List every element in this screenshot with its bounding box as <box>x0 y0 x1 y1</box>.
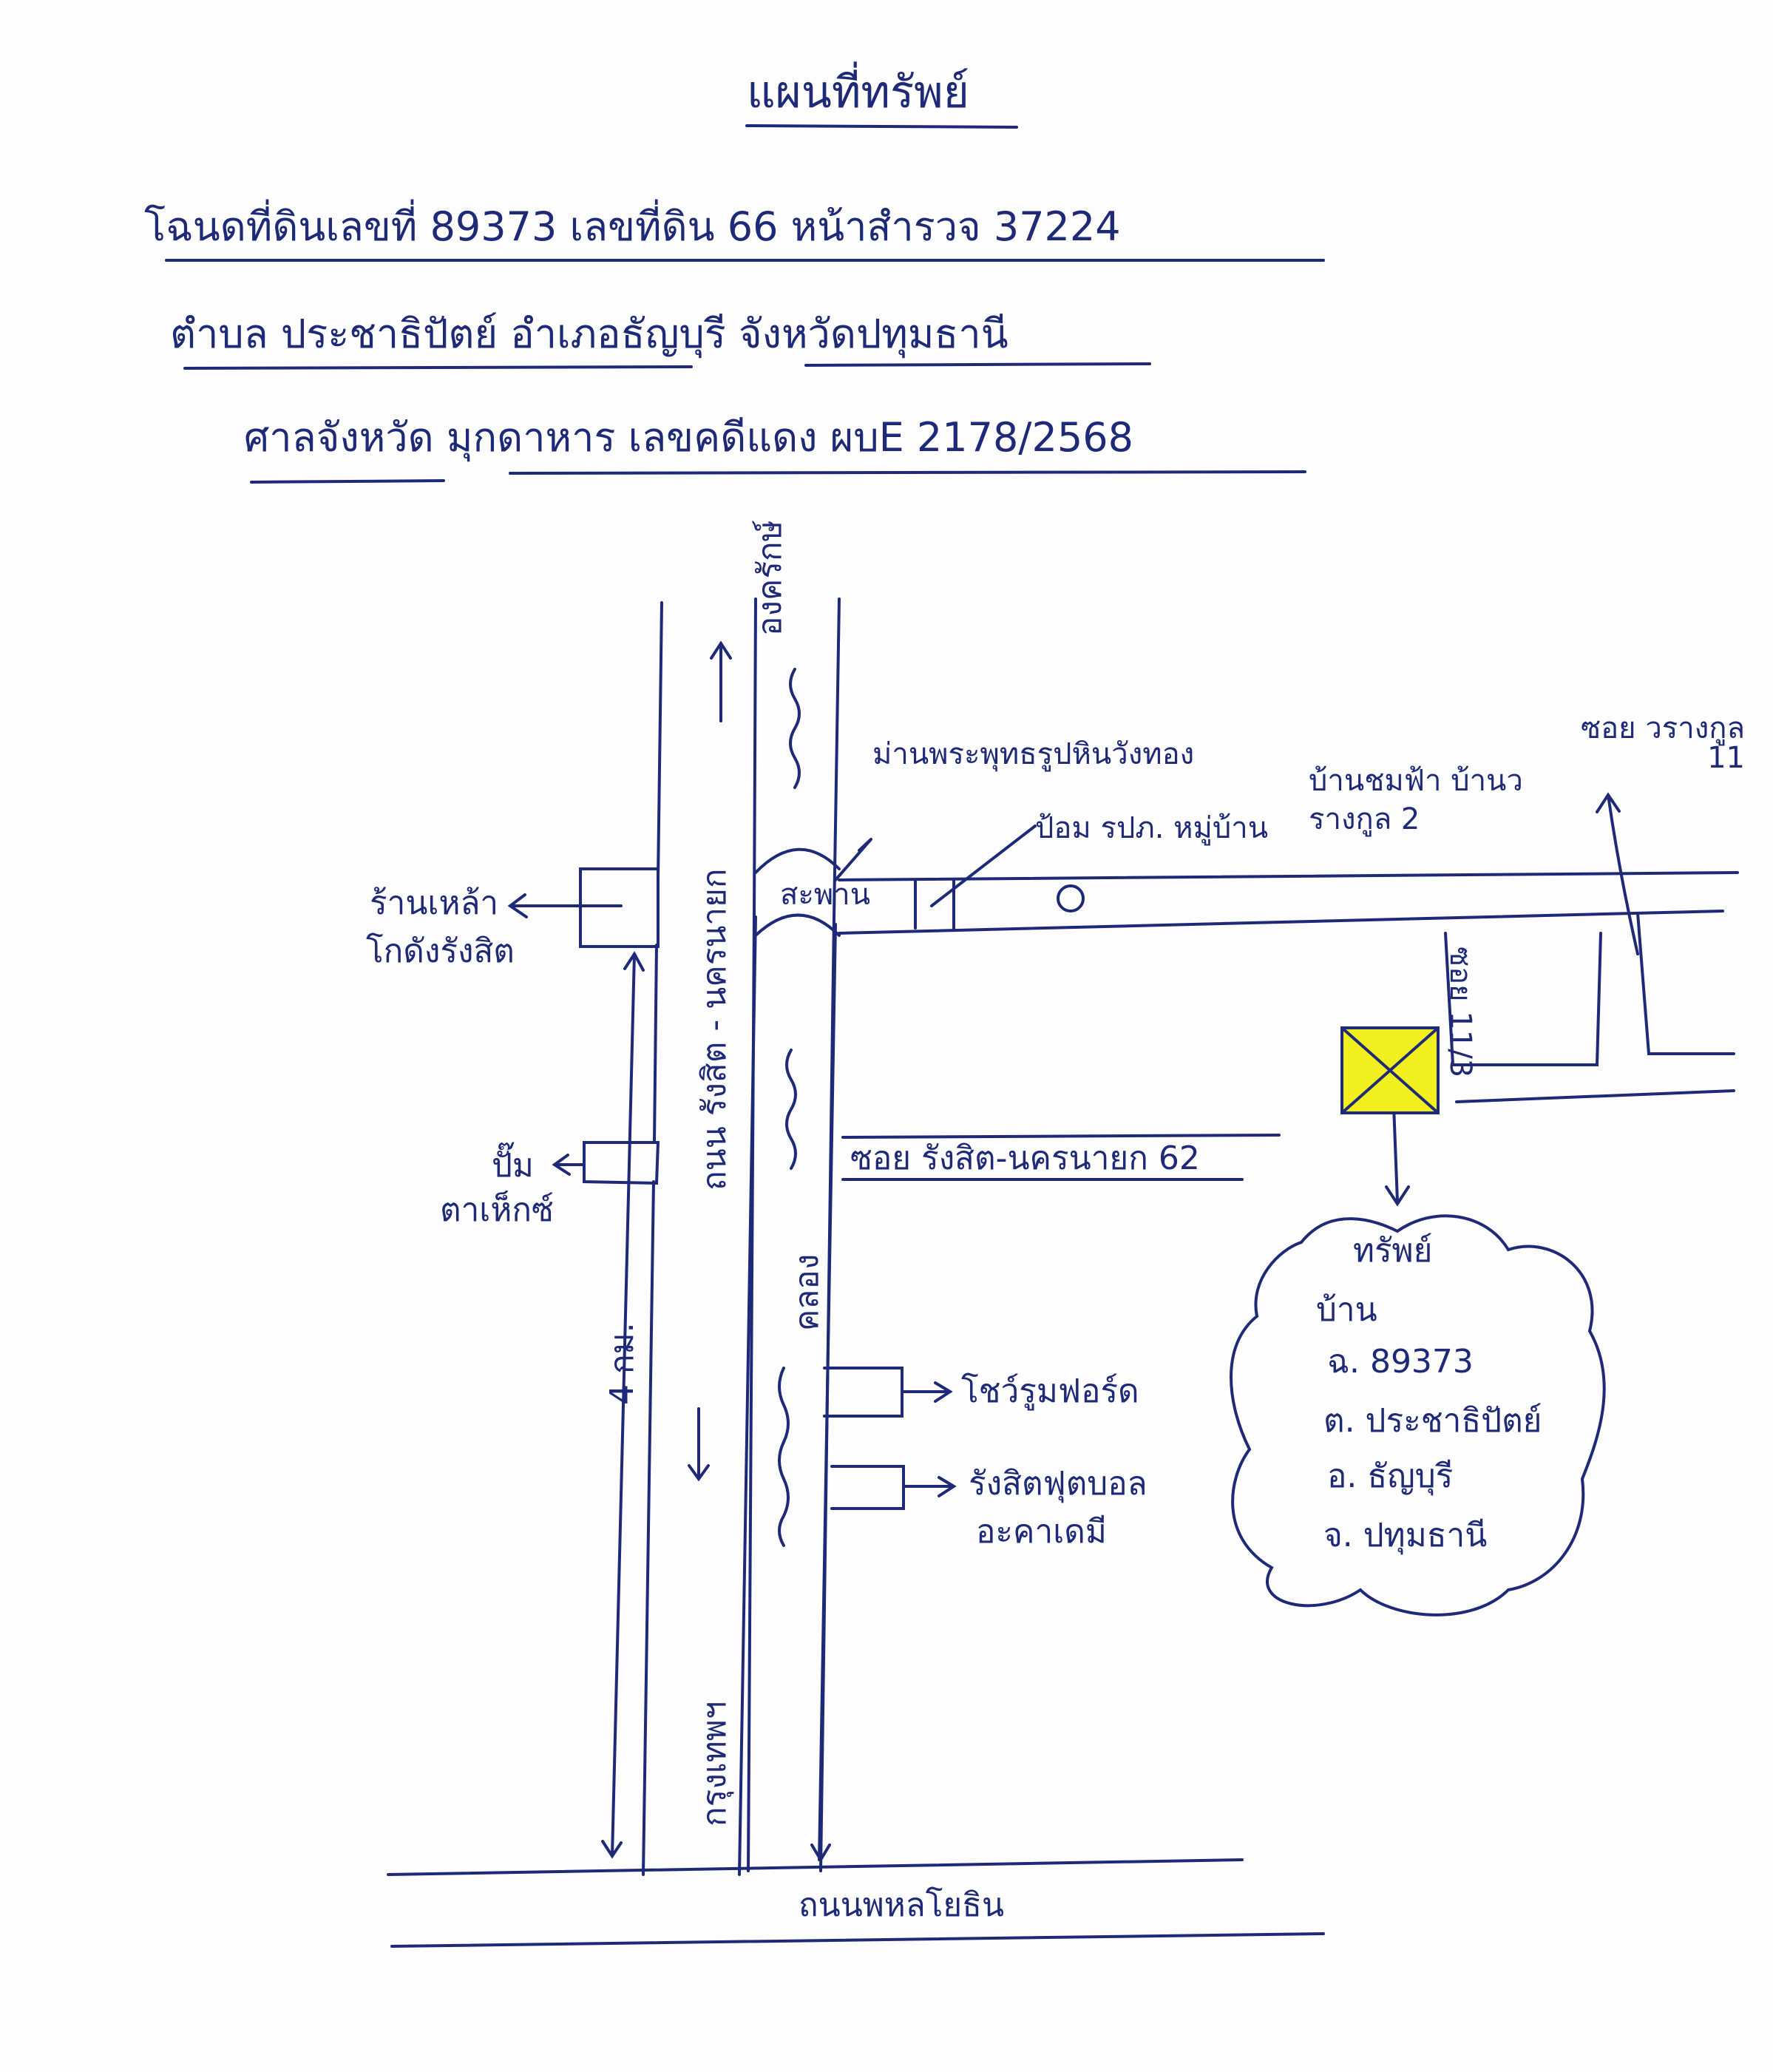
bridge-shape <box>754 847 841 937</box>
north-direction-label: องครักษ์ <box>751 520 789 636</box>
bottom-road-label: ถนนพหลโยธิน <box>799 1886 1005 1924</box>
showroom-box <box>823 1367 904 1418</box>
north-arrow <box>710 640 732 722</box>
property-note-title: ทรัพย์ <box>1353 1232 1433 1270</box>
location-line: ตำบล ประชาธิปัตย์ อำเภอธัญบุรี จังหวัดปท… <box>170 311 1008 357</box>
property-cloud <box>1230 1214 1606 1616</box>
south-arrow <box>688 1407 710 1482</box>
pump-arrow <box>552 1154 586 1176</box>
property-marker <box>1340 1026 1440 1114</box>
water-squiggle-2 <box>785 1049 797 1170</box>
canal-left-edge <box>738 915 757 1876</box>
distance-arrow <box>601 951 645 1859</box>
village-soi-top <box>838 871 1739 881</box>
statue-arrow <box>834 838 872 881</box>
shop-box <box>579 867 660 948</box>
property-note-district: อ. ธัญบุรี <box>1327 1457 1454 1495</box>
statue-label: ม่านพระพุทธรูปหินวังทอง <box>872 737 1195 771</box>
water-squiggle-1 <box>789 668 801 789</box>
property-arrow <box>1385 1104 1410 1207</box>
village-soi-bottom <box>838 910 1724 935</box>
football-box <box>830 1465 905 1510</box>
line3-underline <box>250 470 1306 484</box>
bridge-label: สะพาน <box>780 878 871 912</box>
football-label-line2: อะคาเดมี <box>976 1513 1107 1551</box>
canal-down-arrow <box>810 1844 831 1863</box>
court-line: ศาลจังหวัด มุกดาหาร เลขคดีแดง ผบE 2178/2… <box>244 414 1133 461</box>
main-road-left-edge <box>642 601 663 1876</box>
bottom-road-top <box>387 1858 1244 1876</box>
village-soi-arrow <box>1596 792 1639 955</box>
football-arrow <box>902 1476 957 1497</box>
side-soi-label: ซอย 11/3 <box>1443 947 1477 1078</box>
shop-label-line2: โกดังรังสิต <box>366 932 515 970</box>
property-note-type: บ้าน <box>1316 1291 1377 1329</box>
shop-label-line1: ร้านเหล้า <box>370 884 499 922</box>
south-direction-label: กรุงเทพฯ <box>696 1701 733 1826</box>
soi62-label: ซอย รังสิต-นครนายก 62 <box>850 1140 1200 1177</box>
distance-label: 4 กม. <box>603 1322 641 1405</box>
property-note-subdistrict: ต. ประชาธิปัตย์ <box>1323 1402 1542 1440</box>
line2-underline <box>183 362 1151 370</box>
guard-arrow <box>930 825 1037 907</box>
deed-line: โฉนดที่ดินเลขที่ 89373 เลขที่ดิน 66 หน้า… <box>144 203 1121 250</box>
side-soi-lines <box>1444 912 1735 1066</box>
canal-center-line <box>818 923 837 1861</box>
water-squiggle-3 <box>778 1367 790 1547</box>
pump-label-line2: ตาเห็กซ์ <box>440 1191 554 1229</box>
village-soi-label: ซอย วรางกูล 11 <box>1581 711 1745 775</box>
football-label-line1: รังสิตฟุตบอล <box>969 1465 1147 1503</box>
village-label: บ้านชมฟ้า บ้านวรางกูล 2 <box>1309 764 1523 836</box>
side-soi-lower <box>1455 1089 1735 1103</box>
property-note-province: จ. ปทุมธานี <box>1323 1517 1488 1554</box>
showroom-arrow <box>901 1381 953 1403</box>
pump-box <box>583 1141 660 1185</box>
showroom-label: โชว์รูมฟอร์ด <box>961 1372 1139 1410</box>
property-note-deed: ฉ. 89373 <box>1327 1343 1474 1381</box>
page-title: แผนที่ทรัพย์ <box>747 67 969 118</box>
shop-arrow <box>507 893 623 918</box>
guard-post-label: ป้อม รปภ. หมู่บ้าน <box>1035 811 1269 845</box>
bottom-road-bottom <box>390 1932 1325 1948</box>
canal-label: คลอง <box>788 1253 826 1331</box>
main-road-label: ถนน รังสิต - นครนายก <box>696 868 733 1191</box>
pump-label-line1: ปั๊ม <box>492 1147 534 1185</box>
title-underline <box>745 124 1018 129</box>
guard-post-circle <box>1057 884 1085 913</box>
soi62-top <box>841 1134 1281 1139</box>
